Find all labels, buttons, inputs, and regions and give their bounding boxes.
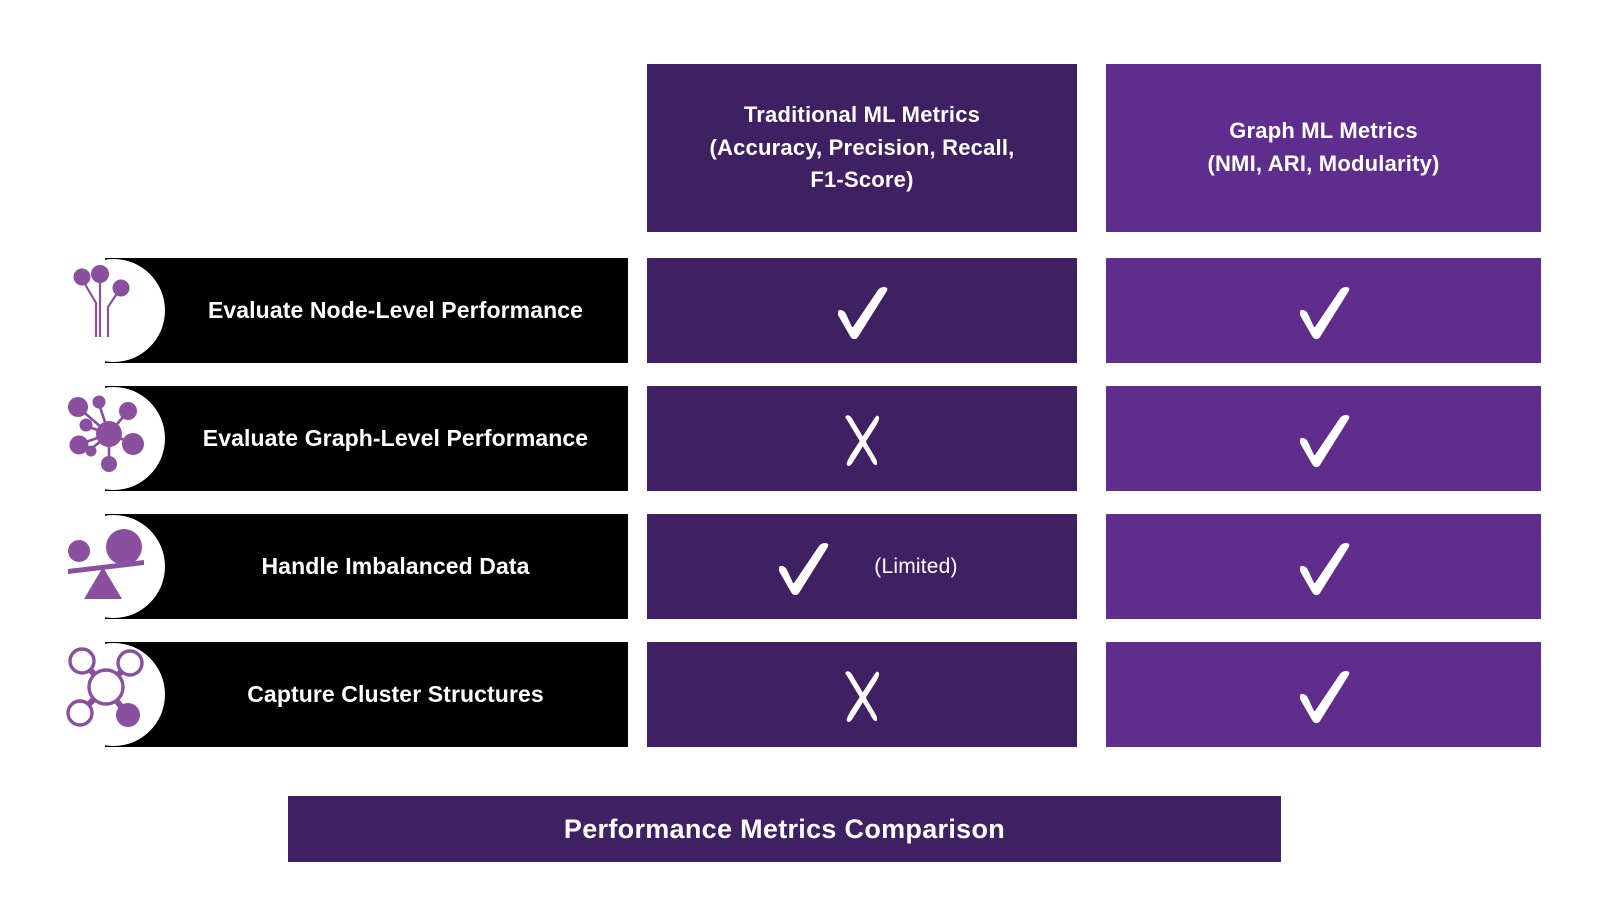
column-header-traditional-line-2: (Accuracy, Precision, Recall, — [709, 134, 1015, 160]
cell-graph-evaluate-graph-level-performance — [1106, 386, 1541, 491]
row-label-text: Evaluate Graph-Level Performance — [202, 425, 589, 451]
check-icon — [1287, 530, 1361, 604]
cluster-molecule-icon — [62, 643, 165, 746]
cross-icon — [828, 405, 896, 473]
cell-traditional-handle-imbalanced-data: (Limited) — [647, 514, 1077, 619]
row-label-text: Handle Imbalanced Data — [261, 553, 530, 579]
check-icon — [1287, 658, 1361, 732]
row-label-text: Capture Cluster Structures — [247, 681, 544, 707]
column-header-traditional-line-3: F1-Score) — [810, 167, 914, 193]
page-title: Performance Metrics Comparison — [288, 796, 1281, 862]
balance-scale-icon — [62, 515, 165, 618]
column-header-graph-line-1: Graph ML Metrics — [1229, 118, 1418, 144]
column-header-traditional-line-1: Traditional ML Metrics — [743, 102, 981, 128]
check-icon — [825, 274, 899, 348]
check-icon — [1287, 402, 1361, 476]
column-header-graph: Graph ML Metrics (NMI, ARI, Modularity) — [1106, 64, 1541, 232]
column-header-traditional: Traditional ML Metrics (Accuracy, Precis… — [647, 64, 1077, 232]
row-label-evaluate-graph-level-performance: Evaluate Graph-Level Performance — [105, 386, 628, 491]
cell-traditional-capture-cluster-structures — [647, 642, 1077, 747]
row-label-capture-cluster-structures: Capture Cluster Structures — [105, 642, 628, 747]
node-network-icon — [62, 259, 165, 362]
check-icon — [1287, 274, 1361, 348]
cell-graph-handle-imbalanced-data — [1106, 514, 1541, 619]
column-header-graph-line-2: (NMI, ARI, Modularity) — [1207, 151, 1440, 176]
row-label-handle-imbalanced-data: Handle Imbalanced Data — [105, 514, 628, 619]
page-title-text: Performance Metrics Comparison — [563, 813, 1006, 844]
graph-hub-icon — [62, 387, 165, 490]
row-label-evaluate-node-level-performance: Evaluate Node-Level Performance — [105, 258, 628, 363]
cell-graph-capture-cluster-structures — [1106, 642, 1541, 747]
row-label-text: Evaluate Node-Level Performance — [207, 297, 584, 323]
cell-traditional-evaluate-graph-level-performance — [647, 386, 1077, 491]
cell-graph-evaluate-node-level-performance — [1106, 258, 1541, 363]
cross-icon — [828, 661, 896, 729]
cell-traditional-evaluate-node-level-performance — [647, 258, 1077, 363]
check-icon — [766, 530, 840, 604]
limited-note: (Limited) — [874, 554, 958, 578]
